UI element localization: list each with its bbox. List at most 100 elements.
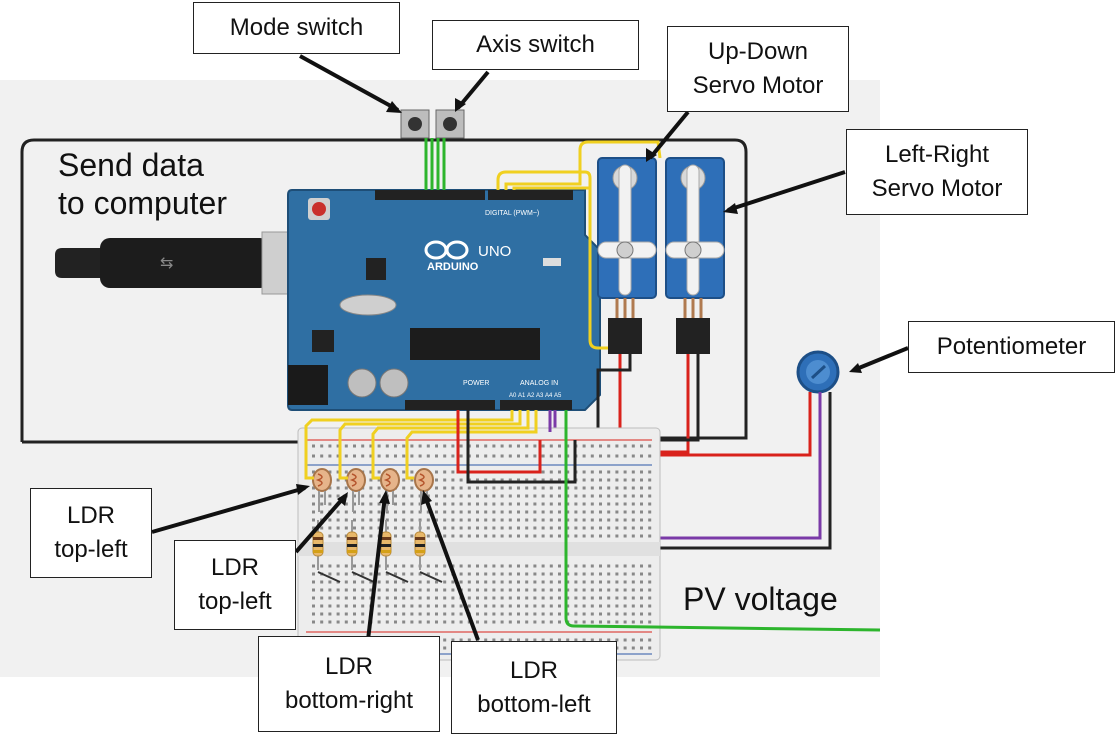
breadboard-hole xyxy=(484,502,488,506)
breadboard-hole xyxy=(574,526,578,530)
breadboard-hole xyxy=(451,454,455,458)
leftright-servo-line2: Servo Motor xyxy=(871,175,1003,202)
breadboard-hole xyxy=(607,638,611,642)
breadboard-hole xyxy=(435,518,438,522)
breadboard-hole xyxy=(541,526,545,530)
breadboard-hole xyxy=(492,580,496,584)
breadboard-hole xyxy=(336,486,340,490)
breadboard-hole xyxy=(623,518,627,522)
breadboard-hole xyxy=(344,604,348,608)
breadboard-hole xyxy=(361,502,365,506)
breadboard-hole xyxy=(402,580,406,584)
breadboard-hole xyxy=(361,454,365,458)
breadboard-hole xyxy=(426,454,430,458)
breadboard-hole xyxy=(549,454,553,458)
breadboard-hole xyxy=(369,534,373,538)
breadboard-hole xyxy=(582,478,586,482)
breadboard-hole xyxy=(377,620,381,624)
breadboard-hole xyxy=(394,510,397,514)
breadboard-hole xyxy=(467,580,471,584)
breadboard-hole xyxy=(607,454,611,458)
breadboard-hole xyxy=(443,486,447,490)
breadboard-hole xyxy=(541,534,545,538)
breadboard-hole xyxy=(574,588,578,592)
breadboard-hole xyxy=(353,564,356,568)
breadboard-hole xyxy=(418,620,422,624)
breadboard-hole xyxy=(312,444,315,448)
breadboard-hole xyxy=(508,620,512,624)
breadboard-hole xyxy=(631,596,635,600)
breadboard-hole xyxy=(394,494,397,498)
breadboard-hole xyxy=(385,604,389,608)
breadboard-hole xyxy=(312,604,315,608)
breadboard-hole xyxy=(574,620,578,624)
leftright-servo-label: Left-Right Servo Motor xyxy=(846,129,1028,215)
breadboard-hole xyxy=(541,470,545,474)
breadboard-hole xyxy=(648,454,652,458)
breadboard-hole xyxy=(558,486,561,490)
breadboard-hole xyxy=(541,638,545,642)
breadboard-hole xyxy=(525,620,529,624)
breadboard-hole xyxy=(476,494,479,498)
breadboard-hole xyxy=(599,518,602,522)
breadboard-hole xyxy=(320,454,324,458)
breadboard-hole xyxy=(500,502,504,506)
breadboard-hole xyxy=(467,604,471,608)
breadboard-hole xyxy=(435,444,438,448)
breadboard-hole xyxy=(517,534,520,538)
breadboard-hole xyxy=(574,494,578,498)
breadboard-hole xyxy=(615,596,619,600)
breadboard-hole xyxy=(394,534,397,538)
breadboard-hole xyxy=(549,620,553,624)
breadboard-hole xyxy=(484,564,488,568)
breadboard-hole xyxy=(558,588,561,592)
breadboard-hole xyxy=(492,444,496,448)
breadboard-hole xyxy=(517,526,520,530)
breadboard-hole xyxy=(344,534,348,538)
breadboard-hole xyxy=(418,604,422,608)
breadboard-hole xyxy=(361,620,365,624)
breadboard-hole xyxy=(451,564,455,568)
breadboard-hole xyxy=(607,518,611,522)
breadboard-hole xyxy=(418,454,422,458)
breadboard-hole xyxy=(476,588,479,592)
breadboard-hole xyxy=(607,510,611,514)
breadboard-hole xyxy=(549,526,553,530)
breadboard-hole xyxy=(631,444,635,448)
breadboard-hole xyxy=(574,604,578,608)
breadboard-hole xyxy=(418,612,422,616)
breadboard-hole xyxy=(467,638,471,642)
breadboard-hole xyxy=(582,638,586,642)
board-brand: ARDUINO xyxy=(427,261,479,273)
breadboard-hole xyxy=(336,510,340,514)
breadboard-hole xyxy=(566,588,570,592)
resistor-icon xyxy=(312,520,341,583)
breadboard-hole xyxy=(558,596,561,600)
breadboard-hole xyxy=(377,510,381,514)
breadboard-hole xyxy=(566,638,570,642)
ldr-sensor-icon xyxy=(312,468,332,512)
breadboard-hole xyxy=(467,588,471,592)
breadboard-hole xyxy=(402,564,406,568)
breadboard-hole xyxy=(344,580,348,584)
breadboard-hole xyxy=(549,604,553,608)
breadboard-hole xyxy=(525,638,529,642)
breadboard-hole xyxy=(402,494,406,498)
breadboard-hole xyxy=(451,534,455,538)
breadboard-hole xyxy=(394,588,397,592)
breadboard-hole xyxy=(525,486,529,490)
ldr-label-1: LDR top-left xyxy=(30,488,152,578)
breadboard-hole xyxy=(500,526,504,530)
breadboard-hole xyxy=(590,620,594,624)
breadboard-hole xyxy=(607,486,611,490)
mode-switch-wires xyxy=(424,138,434,190)
breadboard-hole xyxy=(426,444,430,448)
breadboard-hole xyxy=(500,444,504,448)
breadboard-hole xyxy=(435,534,438,538)
breadboard-hole xyxy=(623,596,627,600)
breadboard-hole xyxy=(541,580,545,584)
breadboard-hole xyxy=(599,572,602,576)
usb-loop-wire xyxy=(20,138,748,442)
analog-pin-label: A5 xyxy=(554,393,562,399)
breadboard-hole xyxy=(312,572,315,576)
